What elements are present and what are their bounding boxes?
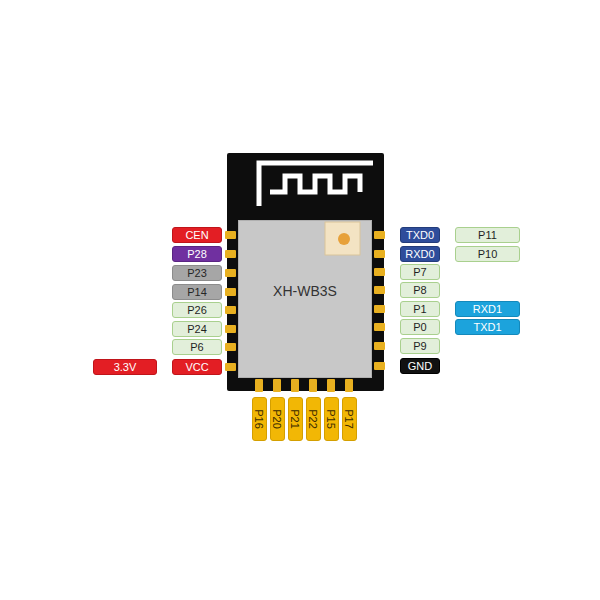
ground-pin-label: GND: [400, 358, 440, 374]
pin-name: P9: [401, 339, 439, 353]
pad: [374, 305, 385, 313]
pad: [225, 325, 236, 333]
pin-name: P28: [173, 247, 221, 261]
pad: [374, 286, 385, 294]
pin-name: P15: [324, 409, 338, 429]
module-name: XH-WB3S: [273, 282, 337, 316]
pad: [374, 231, 385, 239]
pin-name: P24: [173, 322, 221, 336]
pad: [309, 379, 317, 392]
pad: [374, 268, 385, 276]
pin-label: P28: [172, 246, 222, 262]
pin-label: P11: [455, 227, 520, 243]
pin-label: P24: [172, 321, 222, 337]
uart-label: TXD0: [400, 227, 440, 243]
pad: [255, 379, 263, 392]
pin-name: P1: [401, 302, 439, 316]
pad: [273, 379, 281, 392]
pad: [225, 363, 236, 371]
pin-name: VCC: [173, 360, 221, 374]
pin-name: P8: [401, 283, 439, 297]
pin-name: TXD1: [456, 320, 519, 334]
pin-label: P16: [252, 397, 267, 441]
pad: [374, 342, 385, 350]
module-body: [227, 153, 384, 391]
pin-name: TXD0: [401, 228, 439, 242]
pin-name: P0: [401, 320, 439, 334]
pin-name: P16: [252, 409, 266, 429]
pin-name: RXD0: [401, 247, 439, 261]
module-shield: XH-WB3S: [238, 220, 372, 378]
pad: [374, 323, 385, 331]
pad: [225, 306, 236, 314]
pad: [225, 250, 236, 258]
pad: [327, 379, 335, 392]
pin-name: P10: [456, 247, 519, 261]
power-pin-label: CEN: [172, 227, 222, 243]
shield-dot: [338, 233, 350, 245]
pin-label: P17: [342, 397, 357, 441]
pin-name: P7: [401, 265, 439, 279]
pin-label: P8: [400, 282, 440, 298]
pin-name: P22: [306, 409, 320, 429]
pin-label: P7: [400, 264, 440, 280]
pad: [374, 250, 385, 258]
uart-label: TXD1: [455, 319, 520, 335]
pin-label: P20: [270, 397, 285, 441]
pin-name: P11: [456, 228, 519, 242]
pin-name: P6: [173, 340, 221, 354]
voltage-label: 3.3V: [93, 359, 157, 375]
pin-name: P21: [288, 409, 302, 429]
pin-name: P20: [270, 409, 284, 429]
pin-name: P17: [342, 409, 356, 429]
pin-name: RXD1: [456, 302, 519, 316]
pin-label: P0: [400, 319, 440, 335]
pin-name: GND: [401, 359, 439, 373]
pin-label: P14: [172, 284, 222, 300]
pin-label: P10: [455, 246, 520, 262]
pin-label: P21: [288, 397, 303, 441]
pin-label: P9: [400, 338, 440, 354]
pad: [225, 231, 236, 239]
pin-label: P1: [400, 301, 440, 317]
pin-name: P23: [173, 266, 221, 280]
uart-label: RXD0: [400, 246, 440, 262]
pad: [225, 288, 236, 296]
uart-label: RXD1: [455, 301, 520, 317]
pin-label: P15: [324, 397, 339, 441]
pad: [291, 379, 299, 392]
pin-label: P26: [172, 302, 222, 318]
pin-name: P26: [173, 303, 221, 317]
pad: [225, 269, 236, 277]
pin-label: P23: [172, 265, 222, 281]
power-pin-label: VCC: [172, 359, 222, 375]
pad: [225, 343, 236, 351]
pin-name: P14: [173, 285, 221, 299]
shield-marker: [325, 222, 360, 255]
pcb-antenna: [259, 163, 373, 206]
pad: [345, 379, 353, 392]
pin-label: P6: [172, 339, 222, 355]
pin-name: 3.3V: [94, 360, 156, 374]
pad: [374, 362, 385, 370]
pin-label: P22: [306, 397, 321, 441]
pin-name: CEN: [173, 228, 221, 242]
